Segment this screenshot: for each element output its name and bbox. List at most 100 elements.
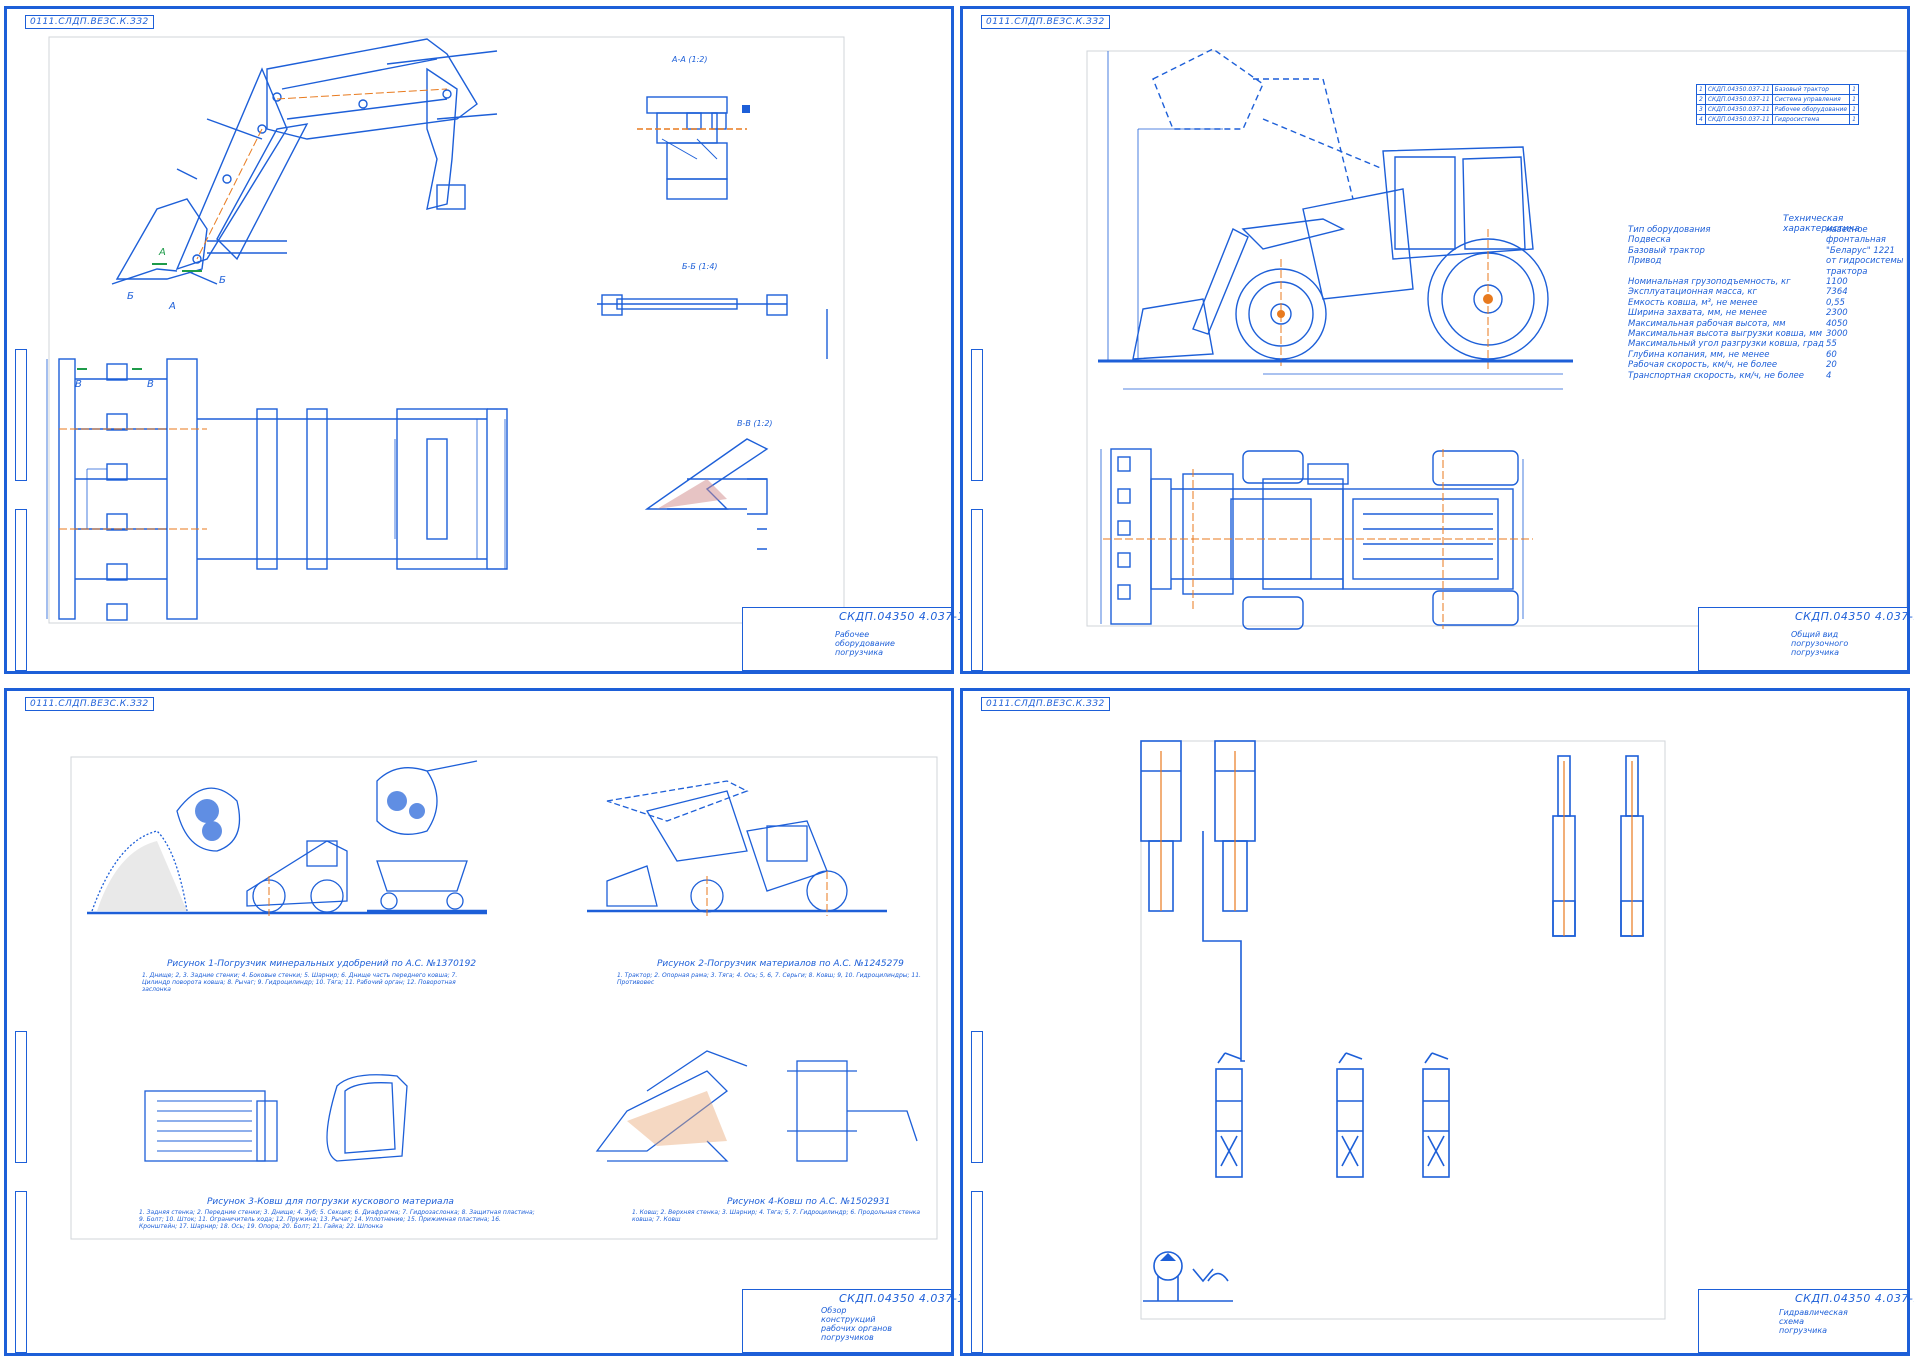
spec-value: 20 [1826, 360, 1837, 371]
spec-row: Подвеска фронтальная [1628, 235, 1908, 245]
spec-value: 4 [1826, 370, 1832, 381]
spec-value: от гидросистемы [1826, 256, 1904, 267]
title-block: СКДП.04350 4.037-11ВО Общий вид погрузоч… [1698, 607, 1914, 671]
sheet-stamp: 0111.СЛДП.ВЕЗС.К.ЗЗ2 [25, 15, 154, 29]
cut-mark: Б [219, 275, 226, 286]
cut-mark: В [147, 379, 154, 390]
spec-value: трактора [1826, 266, 1868, 277]
spec-key: Номинальная грузоподъемность, кг [1628, 277, 1791, 288]
spec-key: Емкость ковша, м³, не менее [1628, 297, 1758, 308]
sheet-general-view: 0111.СЛДП.ВЕЗС.К.ЗЗ2 [960, 6, 1914, 674]
spec-key: Глубина копания, мм, не менее [1628, 349, 1770, 360]
drawing-code: СКДП.04350 4.037-11ВО [1795, 610, 1914, 623]
spec-key: Транспортная скорость, км/ч, не более [1628, 370, 1805, 381]
drawing-code: СКДП.04350 4.037-11Г [1795, 1292, 1914, 1305]
spec-value: 1100 [1826, 277, 1848, 288]
figure-caption: Рисунок 3-Ковш для погрузки кускового ма… [207, 1197, 454, 1207]
side-tab [15, 1031, 27, 1163]
spec-row: Глубина копания, мм, не менее 60 [1628, 350, 1908, 360]
spec-value: 60 [1826, 349, 1837, 360]
spec-key: Эксплуатационная масса, кг [1628, 287, 1757, 298]
spec-row: Емкость ковша, м³, не менее 0,55 [1628, 298, 1908, 308]
parts-cell: Рабочее оборудование [1771, 104, 1851, 115]
design-review-drawing [70, 756, 938, 1240]
working-equipment-drawing [46, 36, 845, 624]
side-tab [15, 1191, 27, 1353]
cut-mark: А [169, 301, 176, 312]
spec-value: 55 [1826, 339, 1837, 350]
sheet-hydraulic-scheme: 0111.СЛДП.ВЕЗС.К.ЗЗ2 [960, 688, 1914, 1356]
cut-mark: А [159, 247, 166, 258]
spec-row: Номинальная грузоподъемность, кг 1100 [1628, 277, 1908, 287]
figure-caption: Рисунок 4-Ковш по А.С. №1502931 [727, 1197, 891, 1207]
parts-cell: Система управления [1771, 94, 1851, 105]
spec-value: 0,55 [1826, 297, 1845, 308]
parts-cell: 1 [1849, 94, 1859, 105]
spec-key: Рабочая скорость, км/ч, не более [1628, 360, 1778, 371]
sheet-stamp: 0111.СЛДП.ВЕЗС.К.ЗЗ2 [981, 697, 1110, 711]
section-label: А-А (1:2) [672, 55, 708, 64]
sheet-stamp: 0111.СЛДП.ВЕЗС.К.ЗЗ2 [981, 15, 1110, 29]
parts-cell: 2 [1696, 94, 1706, 105]
spec-value: 3000 [1826, 329, 1848, 340]
spec-value: "Беларус" 1221 [1826, 245, 1895, 256]
cut-mark: В [75, 379, 82, 390]
parts-cell: 1 [1849, 84, 1859, 95]
general-view-drawing [1086, 48, 1907, 630]
sheet-design-review: 0111.СЛДП.ВЕЗС.К.ЗЗ2 [4, 688, 988, 1356]
side-tab [15, 349, 27, 481]
spec-key: Ширина захвата, мм, не менее [1628, 308, 1767, 319]
side-tab [971, 509, 983, 671]
spec-value: 7364 [1826, 287, 1848, 298]
parts-cell: 4 [1696, 114, 1706, 125]
spec-row: Привод от гидросистемы [1628, 256, 1908, 266]
spec-key: Максимальный угол разгрузки ковша, град [1628, 339, 1824, 350]
spec-key: Максимальная высота выгрузки ковша, мм [1628, 329, 1823, 340]
spec-value: 2300 [1826, 308, 1848, 319]
side-tab [971, 1191, 983, 1353]
spec-row: Базовый трактор "Беларус" 1221 [1628, 246, 1908, 256]
side-tab [15, 509, 27, 671]
title-block: СКДП.04350 4.037-11Г Гидравлическая схем… [1698, 1289, 1914, 1353]
spec-key [1628, 267, 1826, 277]
spec-key: Подвеска [1628, 235, 1671, 246]
spec-row: Транспортная скорость, км/ч, не более 4 [1628, 371, 1908, 381]
parts-cell: 1 [1849, 104, 1859, 115]
parts-cell: 1 [1696, 84, 1706, 95]
side-tab [971, 1031, 983, 1163]
figure-legend: 1. Днище; 2, 3. Задние стенки; 4. Боковы… [142, 972, 458, 993]
section-label: Б-Б (1:4) [682, 262, 718, 271]
spec-value: 4050 [1826, 318, 1848, 329]
parts-cell: 3 [1696, 104, 1706, 115]
spec-key: Базовый трактор [1628, 245, 1705, 256]
side-tab [971, 349, 983, 481]
spec-value: фронтальная [1826, 235, 1886, 246]
spec-row: Эксплуатационная масса, кг 7364 [1628, 287, 1908, 297]
drawing-name: Рабочее оборудование погрузчика [835, 630, 895, 657]
drawing-name: Гидравлическая схема погрузчика [1779, 1308, 1848, 1335]
spec-key: Привод [1628, 256, 1662, 267]
drawing-name: Обзор конструкций рабочих органов погруз… [821, 1306, 892, 1342]
figure-legend: 1. Трактор; 2. Опорная рама; 3. Тяга; 4.… [617, 972, 921, 986]
title-block: СКДП.04350 4.037-11С8 Рабочее оборудован… [742, 607, 987, 671]
figure-legend: 1. Ковш; 2. Верхняя стенка; 3. Шарнир; 4… [632, 1209, 921, 1223]
parts-cell: СКДП.04350.037-11 [1704, 114, 1773, 125]
parts-cell: СКДП.04350.037-11 [1704, 94, 1773, 105]
sheet-working-equipment: 0111.СЛДП.ВЕЗС.К.ЗЗ2 [4, 6, 987, 674]
parts-cell: СКДП.04350.037-11 [1704, 84, 1773, 95]
hydraulic-scheme-drawing [1140, 740, 1666, 1320]
figure-legend: 1. Задняя стенка; 2. Передние стенки; 3.… [139, 1209, 535, 1230]
drawing-code: СКДП.04350 4.037-11О1 [839, 1292, 989, 1305]
parts-cell: 1 [1849, 114, 1859, 125]
title-block: СКДП.04350 4.037-11О1 Обзор конструкций … [742, 1289, 988, 1353]
parts-cell: Базовый трактор [1771, 84, 1851, 95]
drawing-code: СКДП.04350 4.037-11С8 [839, 610, 988, 623]
figure-caption: Рисунок 2-Погрузчик материалов по А.С. №… [657, 959, 904, 969]
spec-key: Тип оборудования [1628, 225, 1711, 235]
